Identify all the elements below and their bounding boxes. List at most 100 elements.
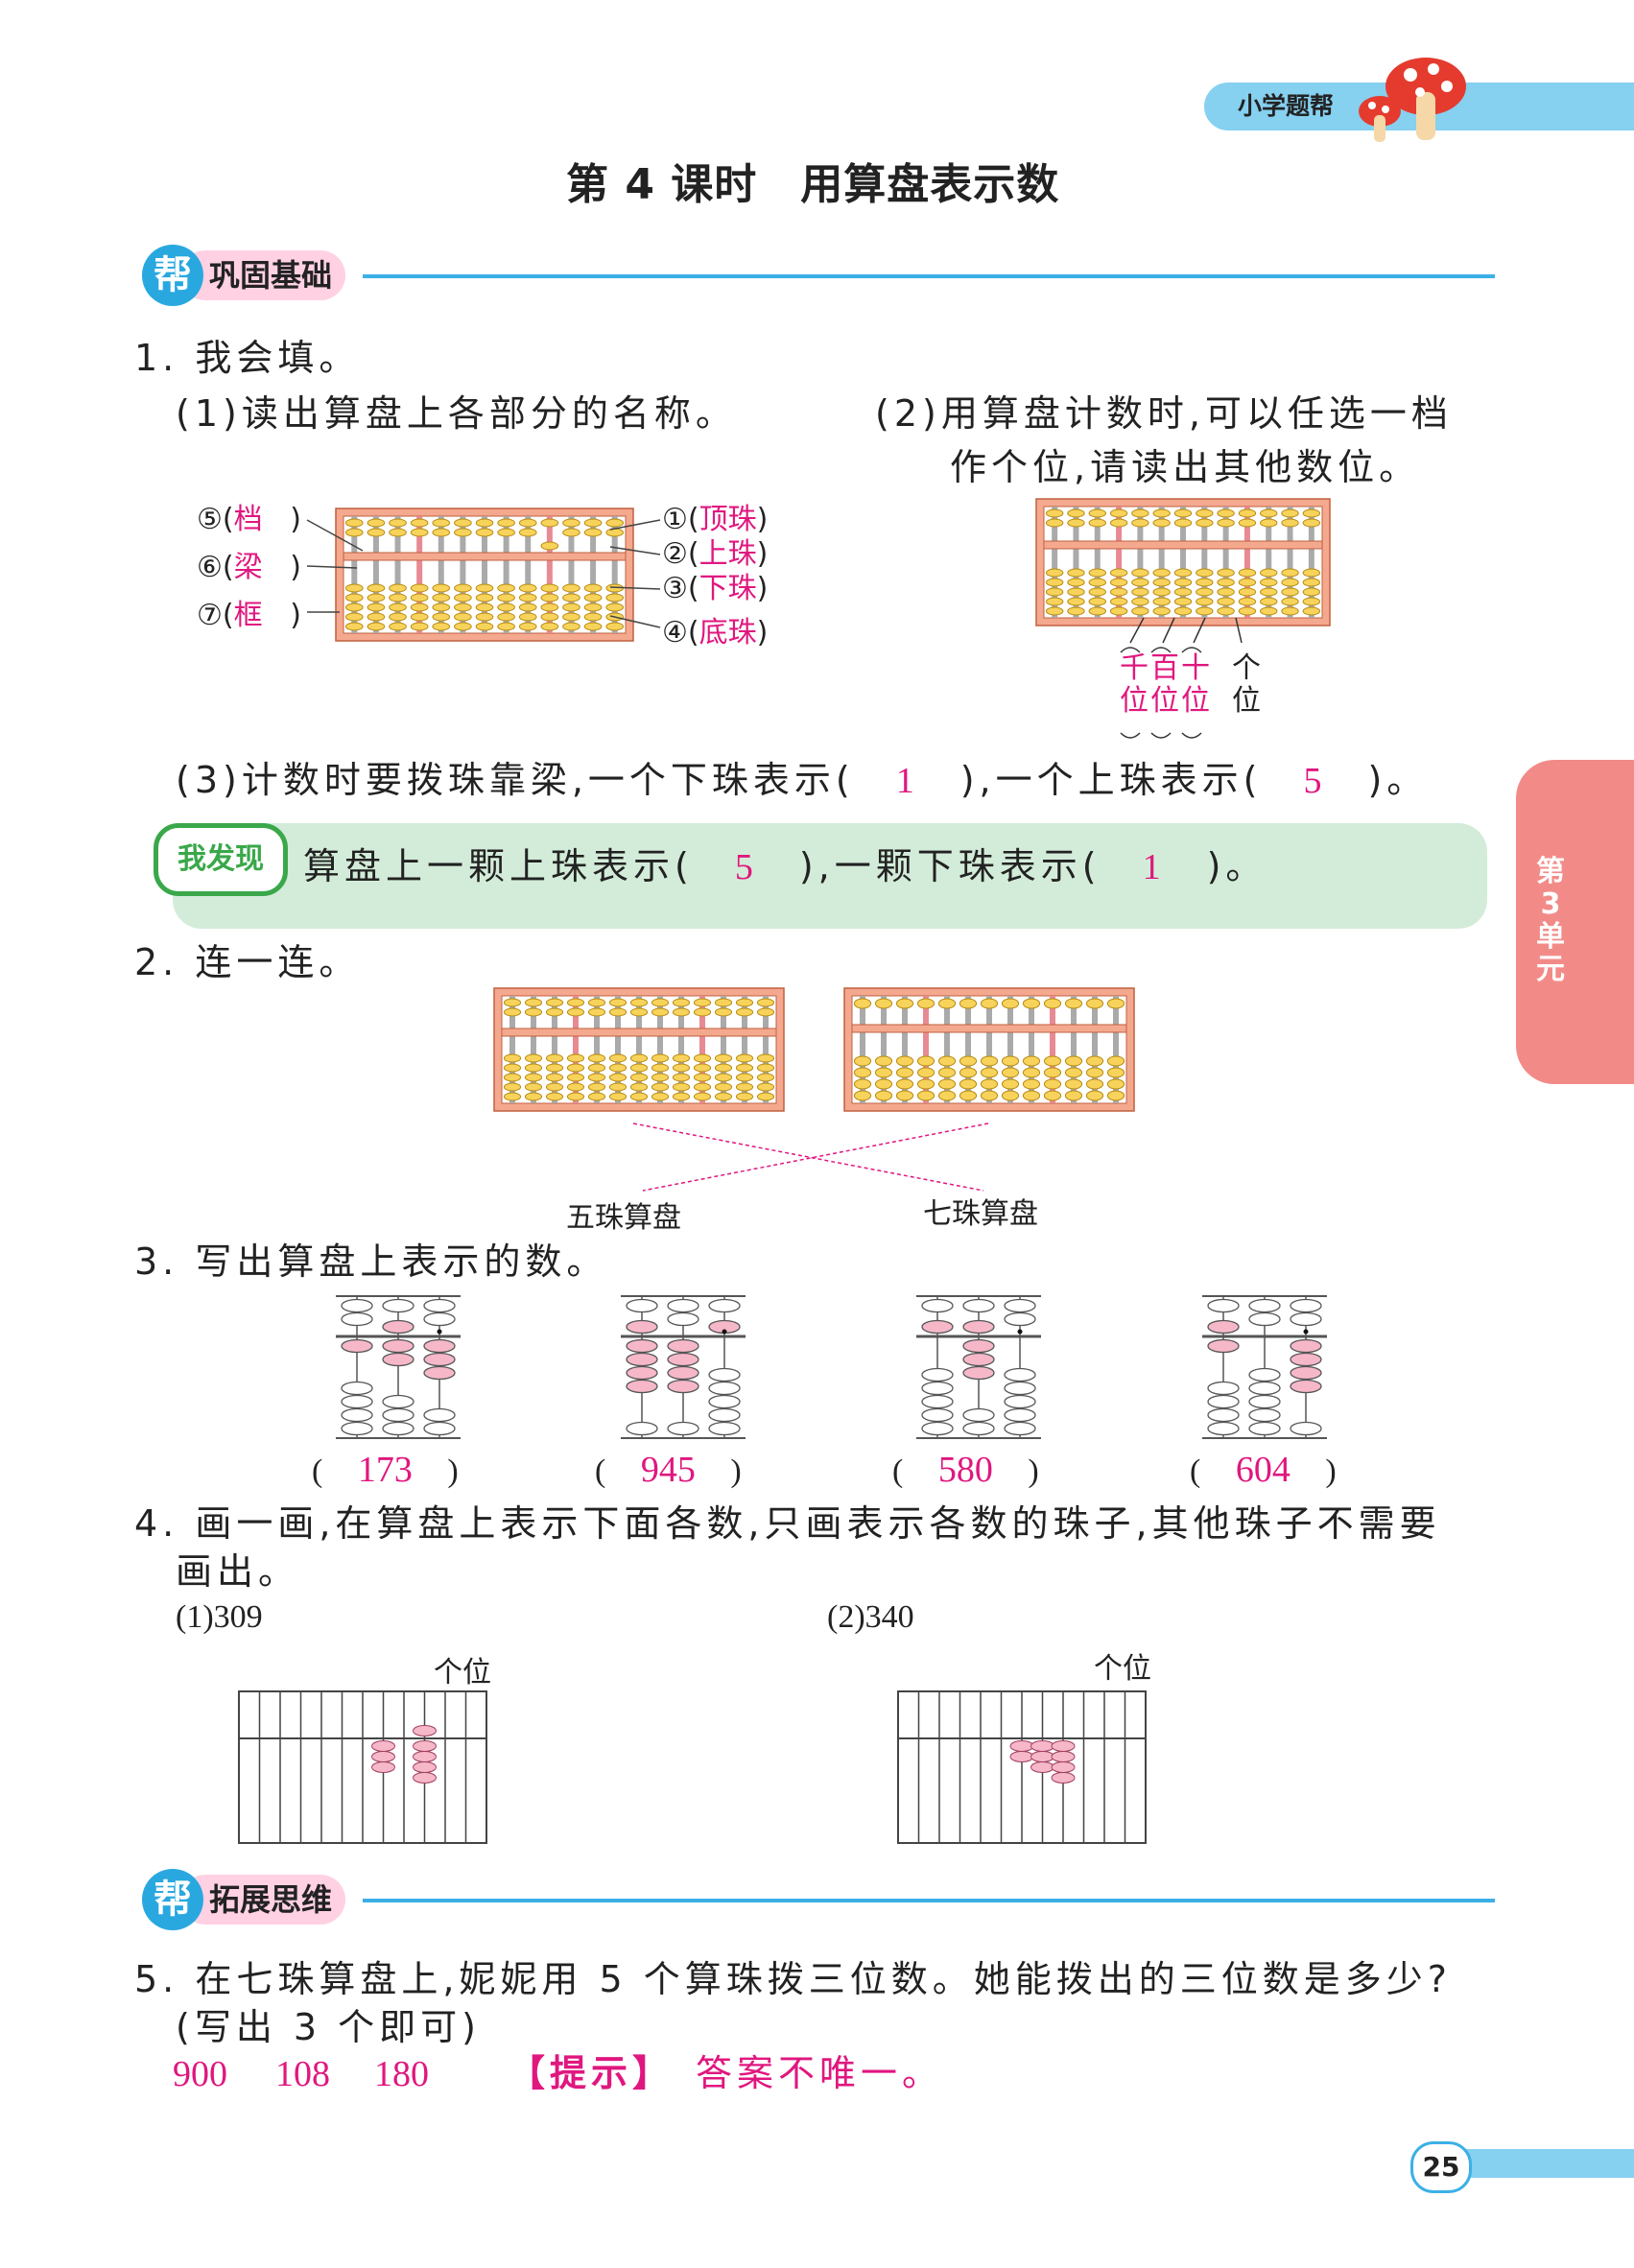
lower-bead	[1001, 1055, 1020, 1067]
unit-tab-label: 第3单元	[1536, 855, 1565, 986]
bead	[1207, 1381, 1240, 1396]
bead-active	[382, 1338, 414, 1354]
place-brackets	[1120, 617, 1243, 739]
upper-bead	[367, 518, 386, 528]
upper-bead	[497, 518, 515, 528]
abacus-five-bead	[843, 987, 1135, 1112]
lower-bead	[608, 1073, 628, 1082]
q5-stem-line1: 5. 在七珠算盘上,妮妮用 5 个算珠拨三位数。她能拨出的三位数是多少?	[134, 1958, 1452, 2000]
lower-bead	[1281, 568, 1299, 578]
lower-bead	[1045, 568, 1064, 578]
abacus-rod	[594, 996, 600, 1103]
lower-bead	[587, 1092, 606, 1101]
lower-bead	[562, 622, 580, 631]
lower-bead	[475, 583, 494, 593]
lower-bead	[693, 1092, 712, 1101]
upper-bead	[410, 528, 429, 537]
upper-bead	[1064, 998, 1083, 1009]
bead	[341, 1407, 373, 1423]
bead	[341, 1421, 373, 1436]
abacus-rod	[1071, 996, 1077, 1103]
lower-bead	[1064, 1090, 1083, 1101]
bead-drawn	[1051, 1761, 1076, 1773]
upper-bead	[1109, 508, 1128, 518]
lower-bead	[1109, 568, 1128, 578]
lower-bead	[344, 612, 364, 622]
bead	[667, 1311, 699, 1327]
bead-drawn	[1051, 1772, 1076, 1784]
bead	[708, 1421, 741, 1436]
lower-bead	[344, 593, 364, 602]
lower-bead	[540, 612, 559, 622]
upper-bead	[1067, 508, 1085, 518]
discovery-badge: 我发现	[154, 823, 288, 896]
part-label-top-bead: ①(顶珠)	[662, 503, 769, 536]
bead-active	[921, 1319, 954, 1335]
parts-leader-lines-right	[609, 519, 661, 628]
lower-bead	[1045, 587, 1064, 597]
bead	[626, 1298, 658, 1313]
lower-bead	[735, 1082, 754, 1092]
lower-bead	[1173, 578, 1193, 587]
lower-bead	[756, 1082, 775, 1092]
lower-bead	[1045, 597, 1064, 606]
lower-bead	[1043, 1090, 1062, 1101]
lower-bead	[1022, 1055, 1041, 1067]
discovery-answer-2: 1	[1142, 847, 1166, 887]
bead	[1004, 1311, 1036, 1327]
bead	[921, 1421, 954, 1436]
abacus-rod	[351, 516, 358, 633]
bead	[1248, 1367, 1281, 1382]
bead-drawn	[1009, 1751, 1034, 1762]
lower-bead	[1064, 1067, 1083, 1078]
lower-bead	[605, 593, 625, 602]
abacus-rod	[509, 996, 515, 1103]
q3-answer-2: (945)	[595, 1450, 742, 1490]
upper-bead	[853, 998, 872, 1009]
lower-bead	[1022, 1090, 1041, 1101]
page-number-bar	[1444, 2149, 1634, 2178]
lower-bead	[503, 1063, 522, 1073]
lower-bead	[1196, 578, 1214, 587]
upper-bead	[540, 541, 559, 551]
upper-bead	[432, 528, 451, 537]
lower-bead	[629, 1073, 649, 1082]
bead	[341, 1311, 373, 1327]
lower-bead	[1281, 587, 1299, 597]
abacus-rod-marked	[1050, 996, 1055, 1103]
upper-bead	[1260, 518, 1278, 528]
bead	[921, 1367, 954, 1382]
bead	[1207, 1407, 1240, 1423]
abacus-rod	[1029, 996, 1034, 1103]
bead-drawn	[371, 1761, 395, 1773]
bead	[1248, 1421, 1281, 1436]
lower-bead	[475, 593, 494, 602]
part-label-rod: ⑤(档 )	[197, 503, 301, 536]
bead-drawn	[1009, 1740, 1034, 1752]
lower-bead	[1106, 1090, 1125, 1101]
lower-bead	[545, 1082, 564, 1092]
upper-bead	[629, 1007, 649, 1017]
lower-bead	[959, 1090, 978, 1101]
bead-active	[962, 1319, 995, 1335]
lower-bead	[497, 593, 515, 602]
bead	[708, 1381, 741, 1396]
lower-bead	[1001, 1078, 1020, 1090]
bead-active	[1290, 1379, 1322, 1394]
abacus-rod	[902, 996, 908, 1103]
lower-bead	[959, 1067, 978, 1078]
ones-dot	[722, 1329, 727, 1335]
abacus-rod-marked	[546, 516, 553, 633]
lower-bead	[1106, 1067, 1125, 1078]
bead	[708, 1394, 741, 1409]
abacus-rod	[1308, 507, 1314, 618]
bead	[626, 1421, 658, 1436]
lower-bead	[475, 612, 494, 622]
abacus-rod	[1201, 507, 1208, 618]
abacus-beam	[1043, 540, 1323, 550]
q1-sub3: (3)计数时要拨珠靠梁,一个下珠表示(1),一个上珠表示(5)。	[176, 759, 1429, 801]
lower-bead	[980, 1067, 999, 1078]
upper-bead	[735, 998, 754, 1007]
lower-bead	[874, 1067, 893, 1078]
lower-bead	[1196, 597, 1214, 606]
